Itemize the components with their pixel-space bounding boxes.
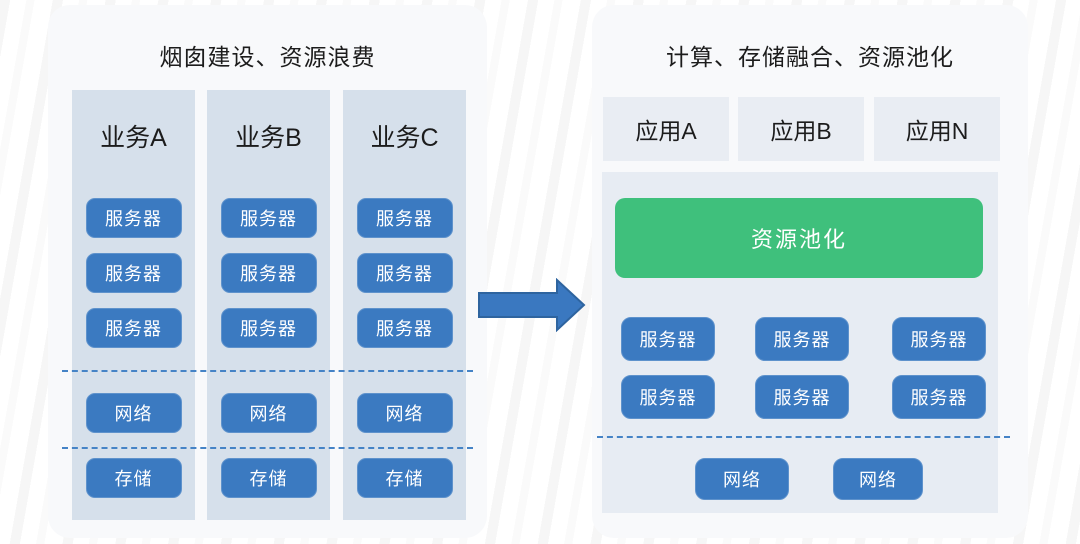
resource-pool-box: 资源池化 — [615, 198, 983, 278]
business-column-a-label: 业务A — [100, 124, 167, 152]
server-box: 服务器 — [220, 308, 317, 348]
app-box-b: 应用B — [738, 97, 864, 161]
storage-box: 存储 — [356, 458, 453, 498]
storage-layer-divider — [62, 447, 473, 449]
network-box: 网络 — [356, 393, 453, 433]
server-box: 服务器 — [892, 375, 986, 419]
network-layer-divider — [62, 370, 473, 372]
silo-panel-title: 烟囱建设、资源浪费 — [159, 44, 376, 70]
network-box: 网络 — [85, 393, 182, 433]
app-box-n: 应用N — [874, 97, 1000, 161]
silo-architecture-panel: 烟囱建设、资源浪费 业务A 服务器 服务器 服务器 网络 存储 业务B 服务器 … — [48, 5, 487, 538]
business-column-c: 业务C 服务器 服务器 服务器 网络 存储 — [343, 90, 466, 520]
business-column-b: 业务B 服务器 服务器 服务器 网络 存储 — [207, 90, 330, 520]
server-box: 服务器 — [356, 308, 453, 348]
server-box: 服务器 — [755, 317, 849, 361]
right-arrow-icon — [478, 277, 586, 333]
network-box: 网络 — [695, 458, 789, 500]
pooled-panel-title: 计算、存储融合、资源池化 — [666, 44, 954, 70]
server-box: 服务器 — [220, 198, 317, 238]
pooled-architecture-panel: 计算、存储融合、资源池化 应用A 应用B 应用N 资源池化 服务器 服务器 服务… — [592, 5, 1028, 538]
network-layer-divider — [597, 436, 1010, 438]
server-box: 服务器 — [220, 253, 317, 293]
business-column-c-label: 业务C — [370, 124, 439, 152]
business-column-b-label: 业务B — [235, 124, 302, 152]
network-box: 网络 — [220, 393, 317, 433]
server-box: 服务器 — [356, 198, 453, 238]
network-box: 网络 — [833, 458, 923, 500]
storage-box: 存储 — [85, 458, 182, 498]
server-box: 服务器 — [85, 253, 182, 293]
server-box: 服务器 — [356, 253, 453, 293]
server-box: 服务器 — [85, 308, 182, 348]
server-box: 服务器 — [621, 375, 715, 419]
business-column-a: 业务A 服务器 服务器 服务器 网络 存储 — [72, 90, 195, 520]
app-box-a: 应用A — [603, 97, 729, 161]
server-box: 服务器 — [621, 317, 715, 361]
server-box: 服务器 — [892, 317, 986, 361]
storage-box: 存储 — [220, 458, 317, 498]
server-box: 服务器 — [85, 198, 182, 238]
server-box: 服务器 — [755, 375, 849, 419]
